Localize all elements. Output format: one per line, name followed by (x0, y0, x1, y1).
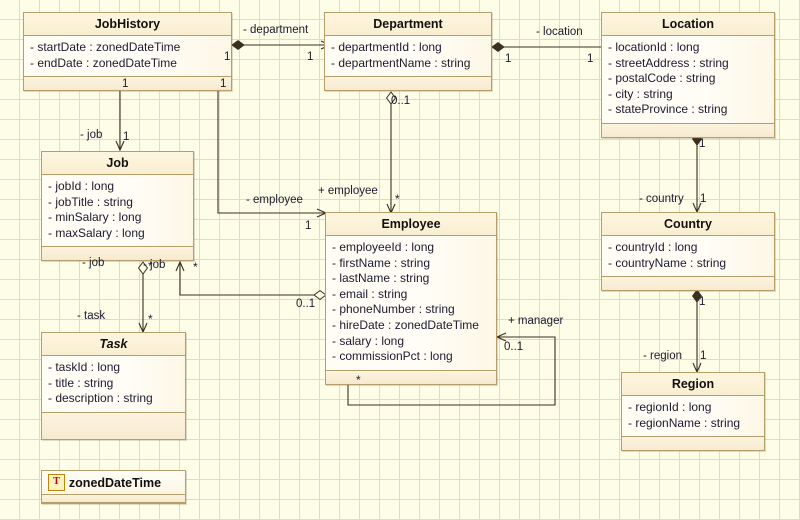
attribute: - taskId : long (48, 360, 121, 374)
class-operations (326, 370, 496, 384)
attribute: - startDate : zonedDateTime (30, 40, 181, 54)
edge-label-job-from-history: - job (80, 129, 103, 141)
attribute: - email : string (332, 286, 408, 301)
mult-jobhistory-department-source: 1 (224, 51, 231, 63)
mult-location-country-target: 1 (700, 193, 707, 205)
mult-department-location-target: 1 (587, 53, 594, 65)
mult-manager-source: * (356, 373, 361, 387)
class-attributes: - employeeId : long - firstName : string… (326, 236, 496, 371)
edge-label-employee-from-history: - employee (246, 194, 303, 206)
class-operations (622, 437, 764, 451)
class-attributes: - jobId : long - jobTitle : string - min… (42, 175, 193, 248)
class-title: JobHistory (24, 13, 231, 36)
mult-jobhistory-employee-target: 1 (305, 220, 312, 232)
attribute: - departmentId : long (331, 40, 442, 54)
attribute: - description : string (48, 391, 153, 406)
mult-employee-job-source: * (193, 260, 198, 274)
class-employee[interactable]: Employee - employeeId : long - firstName… (325, 212, 497, 385)
attribute: - lastName : string (332, 271, 430, 286)
class-title: Department (325, 13, 491, 36)
class-jobhistory[interactable]: JobHistory - startDate : zonedDateTime -… (23, 12, 232, 92)
class-operations (42, 247, 193, 261)
mult-jobhistory-employee-source: 1 (220, 78, 227, 90)
mult-department-employee-source: 0..1 (391, 95, 411, 107)
class-title: Job (42, 152, 193, 175)
class-attributes: - departmentId : long - departmentName :… (325, 36, 491, 78)
mult-employee-job-target: 0..1 (296, 298, 316, 310)
attribute: - minSalary : long (48, 210, 142, 225)
datatype-zoneddatetime[interactable]: T zonedDateTime (41, 470, 186, 504)
edge-label-employee-from-department: + employee (318, 185, 378, 197)
class-location[interactable]: Location - locationId : long - streetAdd… (601, 12, 775, 138)
attribute: - streetAddress : string (608, 55, 729, 70)
mult-job-task-target: * (148, 312, 153, 326)
attribute: - jobTitle : string (48, 194, 133, 209)
mult-department-location-source: 1 (505, 53, 512, 65)
class-department[interactable]: Department - departmentId : long - depar… (324, 12, 492, 92)
class-operations (602, 277, 774, 291)
attribute: - postalCode : string (608, 71, 716, 86)
mult-country-region-source: 1 (699, 296, 706, 308)
attribute: - regionId : long (628, 400, 712, 414)
class-title: Region (622, 373, 764, 396)
datatype-t-icon: T (48, 474, 65, 491)
mult-country-region-target: 1 (700, 350, 707, 362)
class-attributes: - taskId : long - title : string - descr… (42, 356, 185, 413)
datatype-header: T zonedDateTime (42, 471, 185, 495)
attribute: - phoneNumber : string (332, 302, 455, 317)
edge-label-location: - location (536, 26, 583, 38)
edge-label-job-to-task: - job (82, 257, 105, 269)
attribute: - title : string (48, 375, 114, 390)
attribute: - jobId : long (48, 179, 115, 193)
class-attributes: - startDate : zonedDateTime - endDate : … (24, 36, 231, 78)
class-operations (24, 77, 231, 91)
attribute: - city : string (608, 86, 673, 101)
class-operations (602, 123, 774, 137)
class-title: Task (42, 333, 185, 356)
attribute: - locationId : long (608, 40, 700, 54)
mult-department-employee-target: * (395, 192, 400, 206)
attribute: - firstName : string (332, 255, 431, 270)
mult-job-task-source: * (148, 259, 153, 273)
edge-jobhistory-employee (212, 71, 328, 218)
mult-jobhistory-department-target: 1 (307, 51, 314, 63)
attribute: - countryName : string (608, 255, 727, 270)
edge-label-region: - region (643, 350, 682, 362)
attribute: - departmentName : string (331, 55, 471, 70)
class-operations (42, 412, 185, 439)
attribute: - regionName : string (628, 415, 741, 430)
class-operations (325, 77, 491, 91)
mult-manager-target: 0..1 (504, 341, 524, 353)
attribute: - countryId : long (608, 240, 698, 254)
mult-jobhistory-job-target: 1 (123, 131, 130, 143)
attribute: - maxSalary : long (48, 225, 145, 240)
edge-label-job-from-employee: - job (143, 259, 166, 271)
mult-location-country-source: 1 (699, 138, 706, 150)
class-attributes: - locationId : long - streetAddress : st… (602, 36, 774, 124)
attribute: - stateProvince : string (608, 102, 728, 117)
class-attributes: - countryId : long - countryName : strin… (602, 236, 774, 278)
class-task[interactable]: Task - taskId : long - title : string - … (41, 332, 186, 440)
edge-employee-job (175, 260, 327, 301)
class-title: Employee (326, 213, 496, 236)
mult-jobhistory-job-source: 1 (122, 78, 129, 90)
class-job[interactable]: Job - jobId : long - jobTitle : string -… (41, 151, 194, 262)
attribute: - salary : long (332, 333, 405, 348)
edge-label-task: - task (77, 310, 106, 322)
attribute: - endDate : zonedDateTime (30, 55, 177, 70)
datatype-empty-compartment (42, 495, 185, 503)
datatype-name: zonedDateTime (68, 475, 162, 490)
edge-label-country: - country (639, 193, 684, 205)
attribute: - employeeId : long (332, 240, 435, 254)
class-title: Country (602, 213, 774, 236)
class-country[interactable]: Country - countryId : long - countryName… (601, 212, 775, 292)
class-title: Location (602, 13, 774, 36)
class-region[interactable]: Region - regionId : long - regionName : … (621, 372, 765, 452)
attribute: - commissionPct : long (332, 349, 453, 364)
edge-label-department: - department (243, 24, 309, 36)
attribute: - hireDate : zonedDateTime (332, 317, 479, 332)
edge-label-manager: + manager (508, 315, 564, 327)
class-attributes: - regionId : long - regionName : string (622, 396, 764, 438)
